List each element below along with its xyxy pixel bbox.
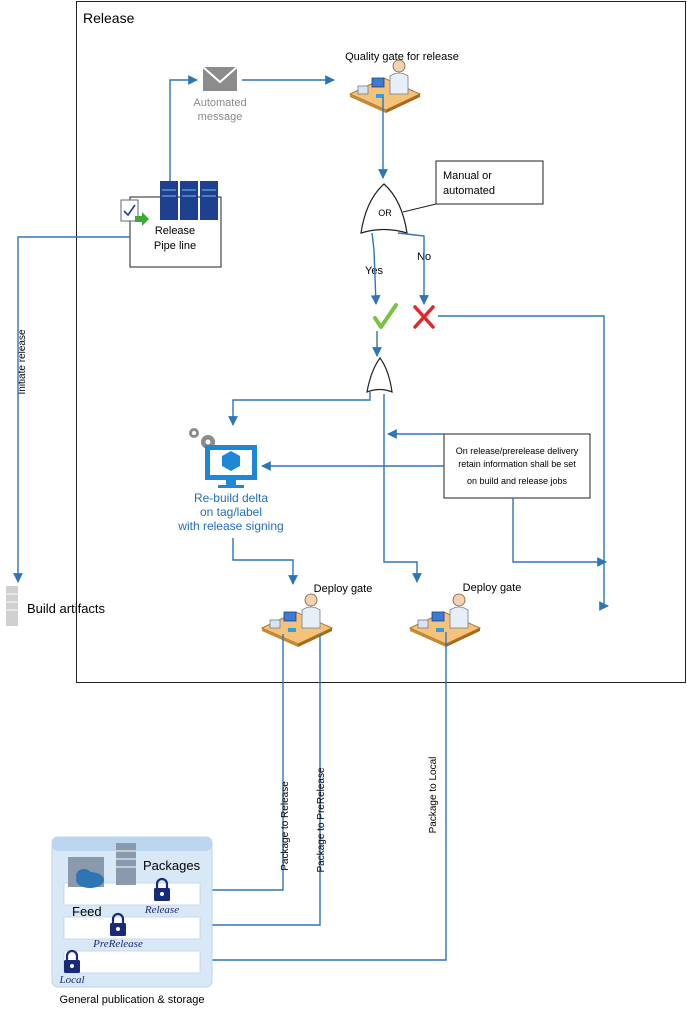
build-artifacts-label: Build artifacts [27, 601, 106, 616]
envelope-icon [202, 66, 238, 91]
or-gate-label: OR [378, 208, 392, 218]
release-frame-title: Release [83, 10, 135, 26]
rebuild-line2: on tag/label [200, 505, 262, 519]
deploy-gate-left-desk-icon [261, 593, 333, 648]
package-to-prerelease-label: Package to PreRelease [316, 767, 327, 873]
prerelease-feed-label: PreRelease [92, 938, 143, 950]
deploy-gate-right-label: Deploy gate [463, 582, 522, 594]
release-pipeline-line1: Release [155, 225, 195, 237]
local-feed-label: Local [58, 974, 84, 986]
feed-label: Feed [72, 904, 102, 919]
info-box-line2: retain information shall be set [458, 459, 576, 469]
release-frame [76, 1, 686, 683]
quality-gate-label: Quality gate for release [345, 51, 459, 63]
manual-box-line2: automated [443, 185, 495, 197]
manual-or-automated-box [435, 160, 544, 205]
initiate-release-label: Initiate release [17, 329, 28, 394]
package-to-local-label: Package to Local [428, 757, 439, 834]
manual-box-connector [402, 203, 437, 213]
build-artifacts-icon [6, 586, 18, 626]
deploy-gate-right-desk-icon [409, 593, 481, 648]
package-to-release-label: Package to Release [280, 781, 291, 871]
release-feed-label: Release [144, 904, 179, 916]
info-box-line3: on build and release jobs [467, 476, 568, 486]
rebuild-line1: Re-build delta [194, 491, 268, 505]
or-gate-shape [360, 183, 408, 234]
packages-label: Packages [143, 858, 201, 873]
quality-gate-desk-icon [349, 59, 421, 114]
merge-gate-shape [366, 356, 393, 393]
retain-info-box [443, 433, 591, 499]
storage-caption: General publication & storage [60, 994, 205, 1006]
automated-message-line2: message [198, 111, 243, 123]
cross-icon [413, 305, 435, 329]
rebuild-line3: with release signing [177, 519, 283, 533]
packages-server-icon [116, 843, 136, 885]
document-check-icon [120, 199, 139, 222]
deploy-gate-left-label: Deploy gate [314, 583, 373, 595]
check-icon [373, 303, 398, 329]
release-pipeline-line2: Pipe line [154, 240, 196, 252]
info-box-line1: On release/prerelease delivery [456, 446, 579, 456]
flow-lines [13, 75, 609, 965]
manual-box-line1: Manual or [443, 170, 492, 182]
monitor-icon [205, 445, 257, 488]
cloud-storage-icon [68, 857, 104, 888]
green-arrow-icon [135, 212, 149, 226]
server-icon [160, 181, 218, 220]
automated-message-line1: Automated [193, 97, 246, 109]
